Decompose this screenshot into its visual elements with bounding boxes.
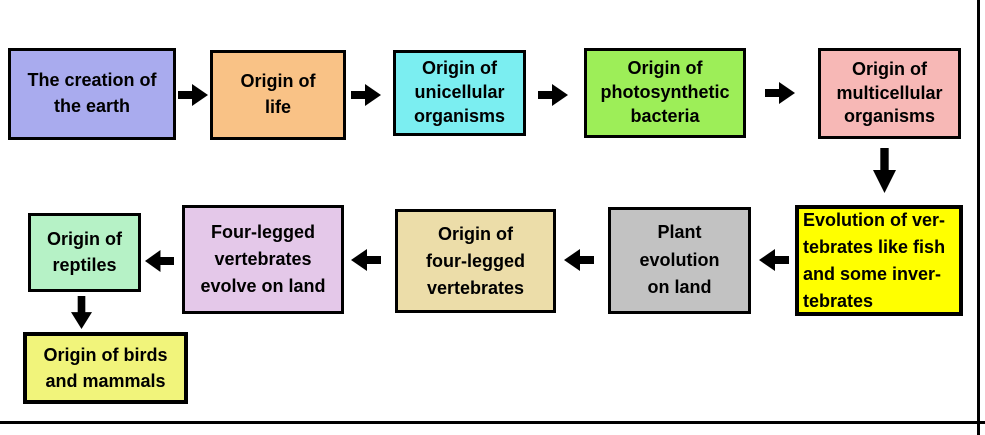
flow-box-label: Evolution of ver- tebrates like fish and… (803, 209, 946, 311)
arrow-right-icon (351, 84, 381, 106)
flow-box-label: Origin of birds and mammals (43, 344, 168, 391)
flow-box-unicellular-organisms: Origin of unicellular organisms (393, 50, 526, 136)
arrow-left-icon (145, 250, 174, 272)
frame-right-border (977, 0, 980, 435)
flow-box-origin-life: Origin of life (210, 50, 346, 140)
flow-box-label: Plant evolution on land (639, 221, 720, 298)
flow-box-origin-four-legged-vertebrates: Origin of four-legged vertebrates (395, 209, 556, 313)
flow-box-multicellular-organisms: Origin of multicellular organisms (818, 48, 961, 139)
arrow-left-icon (351, 249, 381, 271)
flow-box-label: Four-legged vertebrates evolve on land (200, 222, 326, 296)
flow-box-origin-reptiles: Origin of reptiles (28, 213, 141, 292)
flow-box-label: Origin of multicellular organisms (836, 58, 943, 127)
arrow-left-icon (759, 249, 789, 271)
flow-box-label: The creation of the earth (27, 70, 157, 116)
flow-box-photosynthetic-bacteria: Origin of photosynthetic bacteria (584, 48, 746, 138)
flow-box-label: Origin of reptiles (47, 229, 122, 275)
flow-box-label: Origin of four-legged vertebrates (426, 223, 525, 298)
frame-bottom-border (0, 421, 985, 424)
arrow-down-icon (71, 296, 92, 329)
flow-box-label: Origin of photosynthetic bacteria (600, 58, 730, 126)
flow-box-vertebrates-and-invertebrates: Evolution of ver- tebrates like fish and… (795, 205, 963, 316)
flow-box-origin-birds-mammals: Origin of birds and mammals (23, 332, 188, 404)
arrow-right-icon (178, 84, 208, 106)
flow-box-four-legged-evolve-on-land: Four-legged vertebrates evolve on land (182, 205, 344, 314)
arrow-right-icon (538, 84, 568, 106)
arrow-left-icon (564, 249, 594, 271)
flow-box-creation-earth: The creation of the earth (8, 48, 176, 140)
arrow-right-icon (765, 82, 795, 104)
flow-box-label: Origin of life (240, 71, 316, 117)
flow-box-plant-evolution-on-land: Plant evolution on land (608, 207, 751, 314)
arrow-down-icon (873, 148, 896, 193)
flow-box-label: Origin of unicellular organisms (413, 58, 506, 126)
